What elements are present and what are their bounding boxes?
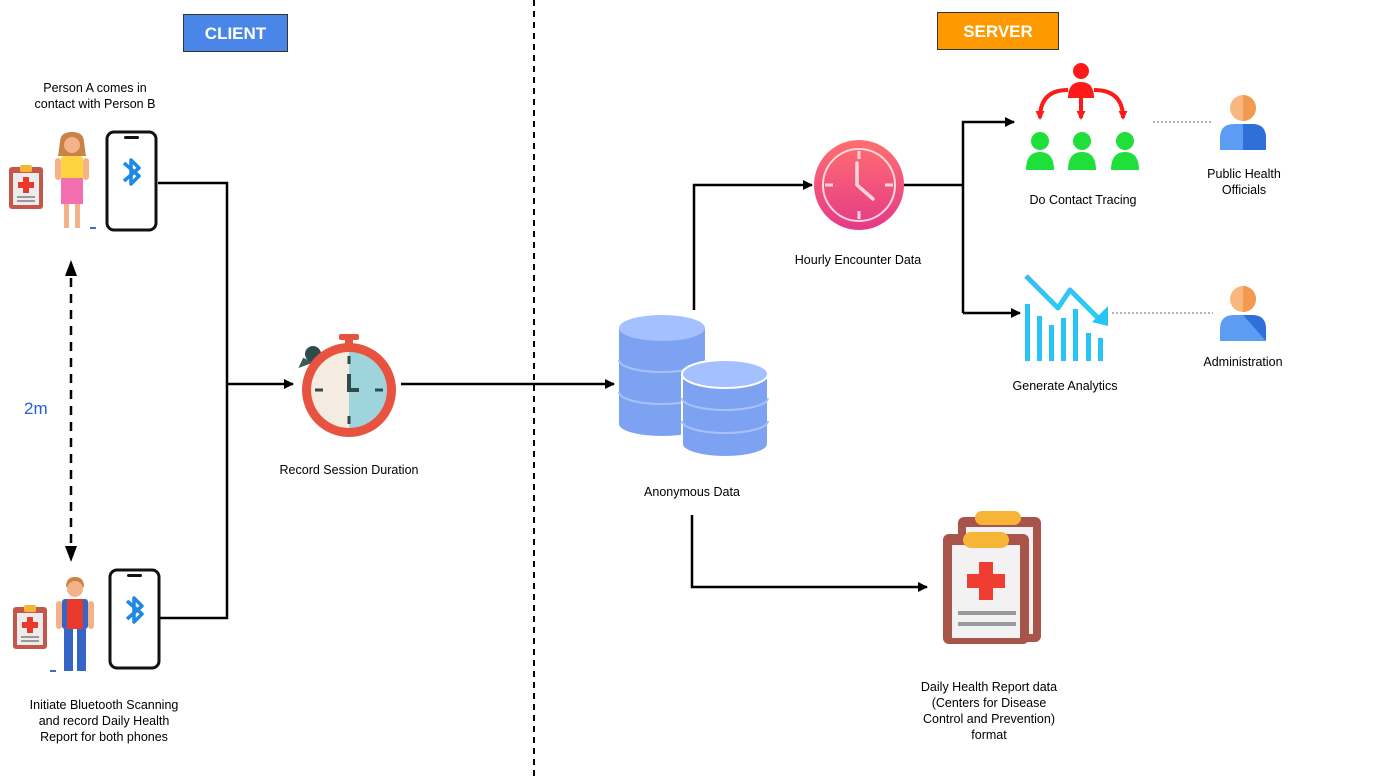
user-icon — [1220, 95, 1266, 150]
contact-tree-icon — [1026, 63, 1139, 170]
distance-arrow — [65, 260, 77, 562]
person-a-label: Person A comes in contact with Person B — [34, 81, 156, 111]
clipboard-icon — [13, 605, 47, 649]
analytics-icon — [1024, 274, 1108, 361]
health-report-icon — [943, 511, 1041, 644]
anonymous-data-label: Anonymous Data — [644, 485, 740, 499]
clock-icon — [814, 140, 904, 230]
distance-label: 2m — [24, 399, 48, 418]
clipboard-icon — [9, 165, 43, 209]
client-section-tag: CLIENT — [183, 14, 288, 52]
server-section-tag: SERVER — [937, 12, 1059, 50]
contact-tracing-label: Do Contact Tracing — [1029, 193, 1137, 207]
woman-icon — [55, 132, 96, 229]
record-session-label: Record Session Duration — [279, 463, 419, 477]
phone-bluetooth-icon — [105, 130, 158, 232]
database-icon — [618, 315, 769, 458]
administration-label: Administration — [1203, 355, 1283, 369]
initiate-label: Initiate Bluetooth Scanning and record D… — [29, 698, 179, 744]
public-health-label: Public Health Officials — [1207, 167, 1281, 197]
hourly-encounter-label: Hourly Encounter Data — [794, 253, 922, 267]
phone-bluetooth-icon — [108, 568, 161, 670]
connector-lines — [158, 117, 1021, 620]
generate-analytics-label: Generate Analytics — [1012, 379, 1118, 393]
stopwatch-icon — [298, 334, 396, 437]
daily-report-label: Daily Health Report data (Centers for Di… — [920, 680, 1058, 742]
user-icon — [1220, 286, 1266, 341]
man-icon — [50, 577, 94, 672]
